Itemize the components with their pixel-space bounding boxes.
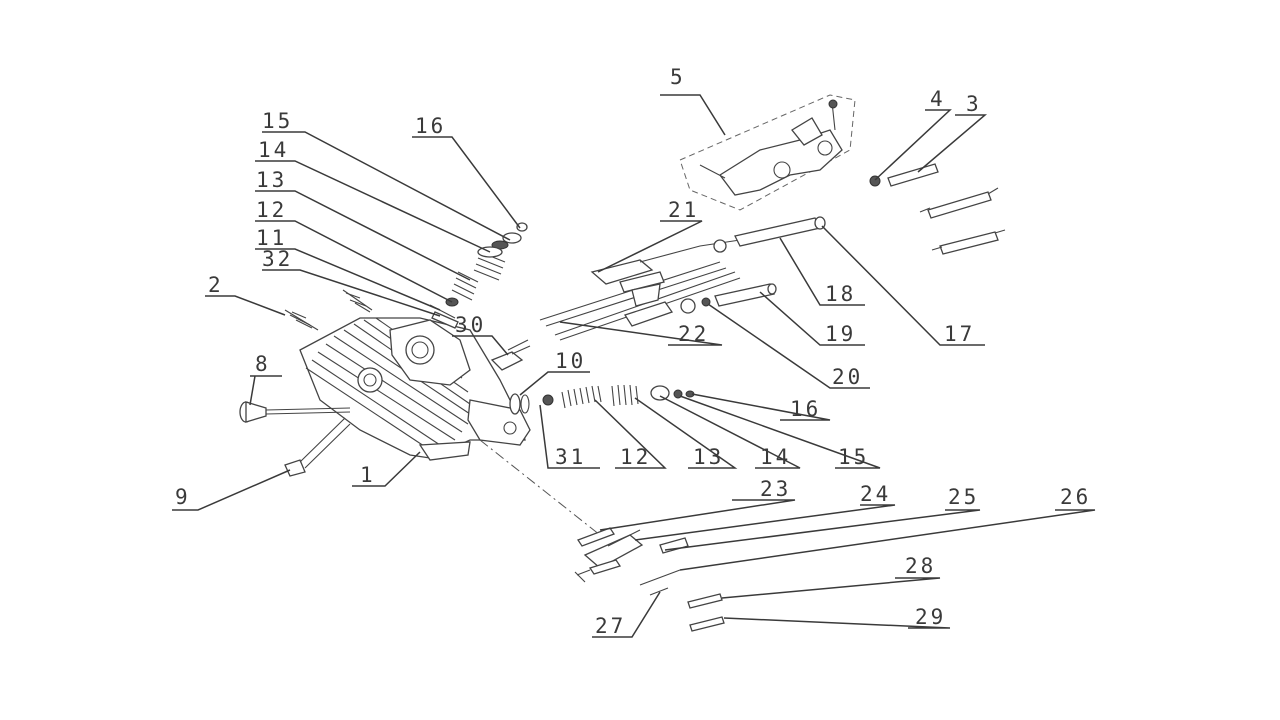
stud-bolts [284, 289, 373, 331]
callout-18: 18 [825, 282, 856, 306]
callout-25: 25 [948, 485, 979, 509]
callout-22: 22 [678, 322, 709, 346]
callout-12-side: 12 [620, 445, 651, 469]
rocker-arm-assembly [539, 239, 741, 341]
callout-11: 11 [256, 226, 287, 250]
callout-21: 21 [668, 198, 699, 222]
callout-1: 1 [360, 463, 376, 487]
callout-14-top: 14 [258, 138, 289, 162]
callout-17: 17 [944, 322, 975, 346]
cylinder-head-part [299, 317, 531, 461]
callout-31: 31 [555, 445, 586, 469]
alignment-dashed-line [479, 439, 601, 536]
callout-29: 29 [915, 605, 946, 629]
callout-9: 9 [175, 485, 191, 509]
spark-plug-30 [490, 339, 531, 371]
side-valve-spring-stack [509, 384, 695, 415]
callout-12-top: 12 [256, 198, 287, 222]
callout-19: 19 [825, 322, 856, 346]
valve-9 [284, 417, 351, 477]
callout-15-side: 15 [838, 445, 869, 469]
rocker-shafts [714, 216, 826, 307]
callout-32: 32 [262, 247, 293, 271]
callout-26: 26 [1060, 485, 1091, 509]
callout-27: 27 [595, 614, 626, 638]
callout-8: 8 [255, 352, 271, 376]
callout-30: 30 [455, 313, 486, 337]
valve-8 [239, 401, 351, 423]
leader-lines [172, 94, 1096, 638]
callout-15-top: 15 [262, 109, 293, 133]
bottom-small-parts [574, 527, 725, 632]
callout-23: 23 [760, 477, 791, 501]
callout-5: 5 [670, 65, 686, 89]
callout-3: 3 [966, 92, 982, 116]
callout-24: 24 [860, 482, 891, 506]
callout-14-side: 14 [760, 445, 791, 469]
callout-16-side: 16 [790, 397, 821, 421]
callout-10: 10 [555, 349, 586, 373]
bolts-3-4 [869, 163, 1006, 255]
callout-13-top: 13 [256, 168, 287, 192]
callout-20: 20 [832, 365, 863, 389]
bracket-assembly-5 [679, 94, 856, 211]
callout-4: 4 [930, 87, 946, 111]
callout-16-top: 16 [415, 114, 446, 138]
callout-28: 28 [905, 554, 936, 578]
callout-2: 2 [208, 273, 224, 297]
callout-labels: 15 14 13 12 11 32 16 2 8 9 1 30 10 31 12… [175, 65, 1091, 638]
callout-13-side: 13 [693, 445, 724, 469]
